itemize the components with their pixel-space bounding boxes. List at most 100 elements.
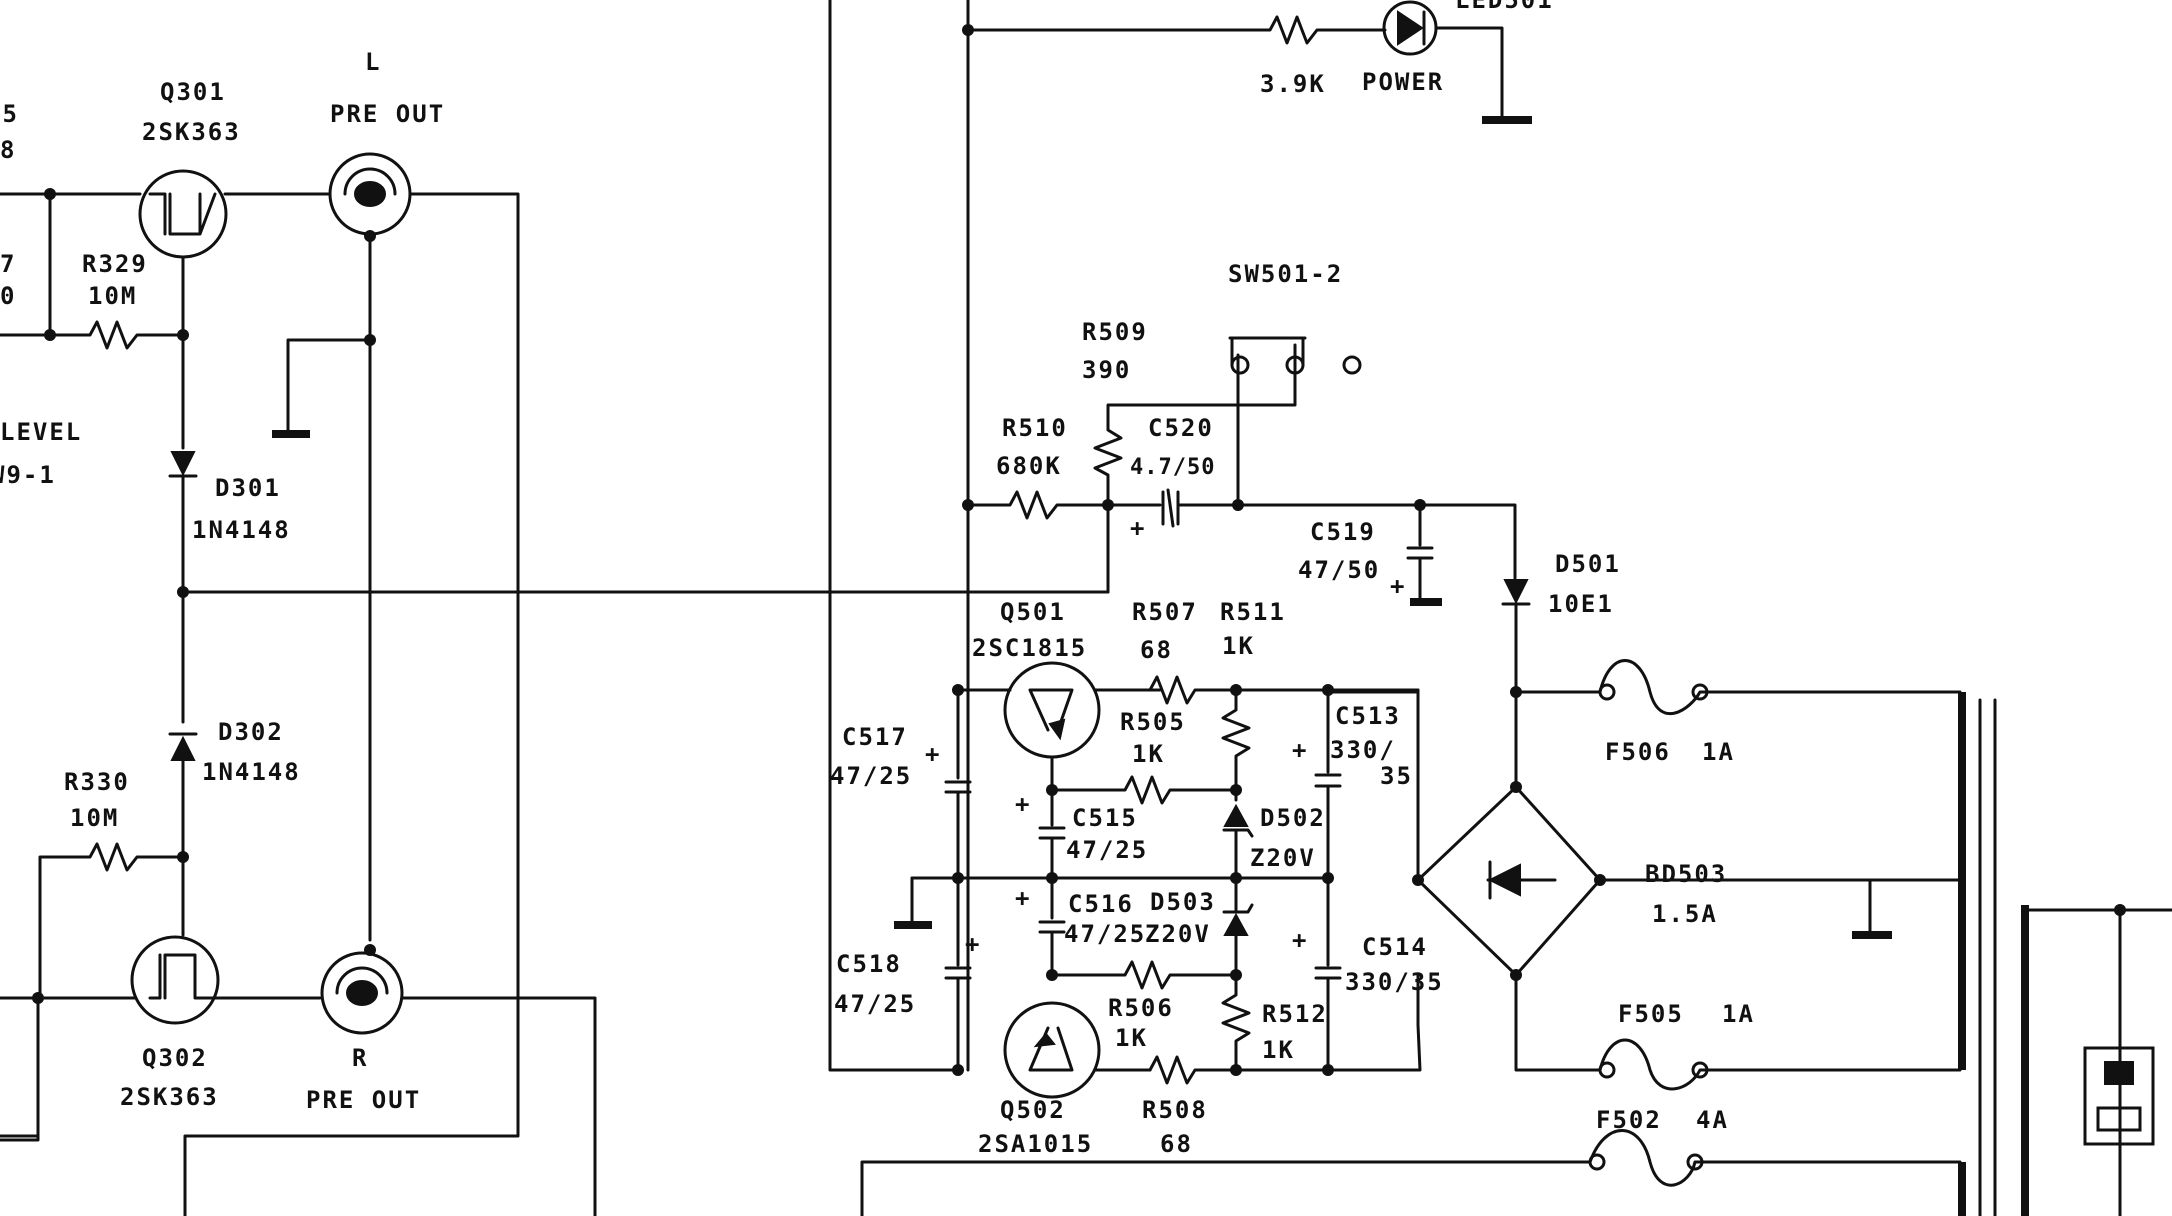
l-pre-out-label: PRE OUT xyxy=(330,100,445,128)
f502-fuse xyxy=(860,1129,1962,1216)
r329-resistor xyxy=(0,320,185,350)
c520-capacitor xyxy=(1106,488,1240,528)
r330-ref: R330 xyxy=(64,768,130,796)
svg-text:+: + xyxy=(925,740,941,768)
r506-ref: R506 xyxy=(1108,994,1174,1022)
c514-ref: C514 xyxy=(1362,933,1428,961)
r510-resistor xyxy=(966,490,1110,520)
svg-text:+: + xyxy=(1292,736,1308,764)
r506-resistor xyxy=(1050,960,1238,990)
f506-fuse xyxy=(1514,659,1962,716)
bd503-ref: BD503 xyxy=(1645,860,1727,888)
d503-value: Z20V xyxy=(1145,920,1211,948)
c519-value: 47/50 xyxy=(1298,556,1380,584)
r329-value: 10M xyxy=(88,282,137,310)
c515-ref: C515 xyxy=(1072,804,1138,832)
q502-ref: Q502 xyxy=(1000,1096,1066,1124)
q501-ref: Q501 xyxy=(1000,598,1066,626)
f506-ref: F506 xyxy=(1605,738,1671,766)
q301-jfet-symbol xyxy=(138,169,228,332)
svg-text:+: + xyxy=(1292,926,1308,954)
c516-value: 47/25 xyxy=(1064,920,1146,948)
f505-value: 1A xyxy=(1722,1000,1755,1028)
r507-ref: R507 xyxy=(1132,598,1198,626)
sw501-switch xyxy=(1228,336,1362,375)
power-supply-section xyxy=(828,0,2172,1216)
r-pre-out-letter: R xyxy=(352,1044,368,1072)
level-label: LEVEL xyxy=(0,418,82,446)
r508-value: 68 xyxy=(1160,1130,1193,1158)
r509-value: 390 xyxy=(1082,356,1131,384)
d301-ref: D301 xyxy=(215,474,281,502)
r505-value: 1K xyxy=(1132,740,1165,768)
l-pre-out-letter: L xyxy=(365,48,381,76)
f505-fuse xyxy=(1514,973,1962,1091)
c515-capacitor xyxy=(1038,788,1066,880)
r329-ref: R329 xyxy=(82,250,148,278)
d301-diode xyxy=(168,451,198,478)
r330-resistor xyxy=(38,842,185,1000)
r-pre-out-label: PRE OUT xyxy=(306,1086,421,1114)
power-led xyxy=(1382,0,1438,56)
r512-value: 1K xyxy=(1262,1036,1295,1064)
d302-diode xyxy=(168,732,198,761)
c514-capacitor xyxy=(1314,876,1342,1072)
c513-capacitor xyxy=(1314,688,1342,880)
q302-jfet-symbol xyxy=(130,935,220,1025)
sw501-ref: SW501-2 xyxy=(1228,260,1343,288)
f502-ref: F502 xyxy=(1596,1106,1662,1134)
c519-capacitor xyxy=(1406,503,1442,606)
q502-part: 2SA1015 xyxy=(978,1130,1093,1158)
r509-ref: R509 xyxy=(1082,318,1148,346)
c516-capacitor xyxy=(1038,876,1066,977)
r325-partial-2: 8 xyxy=(0,136,16,164)
svg-text:+: + xyxy=(1130,514,1146,542)
c517-value: 47/25 xyxy=(830,762,912,790)
right-connector-block xyxy=(2083,1046,2155,1146)
power-led-resistor xyxy=(966,15,1387,45)
r330-value: 10M xyxy=(70,804,119,832)
bd503-value: 1.5A xyxy=(1652,900,1718,928)
r505-ref: R505 xyxy=(1120,708,1186,736)
d502-ref: D502 xyxy=(1260,804,1326,832)
power-label: POWER xyxy=(1362,68,1444,96)
component-labels: LED501 3.9K POWER Q301 2SK363 L PRE OUT … xyxy=(0,0,1755,1158)
f506-value: 1A xyxy=(1702,738,1735,766)
preamp-output-section xyxy=(0,152,1110,1216)
bd503-bridge xyxy=(1412,781,1606,981)
r507-resistor xyxy=(1148,675,1238,705)
r512-resistor xyxy=(1221,973,1251,1072)
q502-transistor xyxy=(1003,1001,1101,1099)
q301-part: 2SK363 xyxy=(142,118,241,146)
c513-ref: C513 xyxy=(1335,702,1401,730)
f502-value: 4A xyxy=(1696,1106,1729,1134)
c513-value-2: 35 xyxy=(1380,762,1413,790)
c517-ref: C517 xyxy=(842,723,908,751)
c520-ref: C520 xyxy=(1148,414,1214,442)
l-pre-out-jack xyxy=(328,152,412,236)
svg-text:+: + xyxy=(965,930,981,958)
power-resistor-value: 3.9K xyxy=(1260,70,1326,98)
d301-part: 1N4148 xyxy=(192,516,291,544)
r510-ref: R510 xyxy=(1002,414,1068,442)
d503-ref: D503 xyxy=(1150,888,1216,916)
q302-ref: Q302 xyxy=(142,1044,208,1072)
r508-resistor xyxy=(1148,1055,1238,1085)
sw9-label: W9-1 xyxy=(0,461,56,489)
led501-label: LED501 xyxy=(1455,0,1554,14)
d302-part: 1N4148 xyxy=(202,758,301,786)
svg-text:+: + xyxy=(1390,572,1406,600)
r327-partial-2: 0 xyxy=(0,282,16,310)
r511-value: 1K xyxy=(1222,632,1255,660)
f505-ref: F505 xyxy=(1618,1000,1684,1028)
c514-value: 330/35 xyxy=(1345,968,1444,996)
r511-ref: R511 xyxy=(1220,598,1286,626)
q302-part: 2SK363 xyxy=(120,1083,219,1111)
svg-text:+: + xyxy=(1015,790,1031,818)
polarity-marks: + + + + + + + + xyxy=(925,514,1406,958)
r327-partial: 7 xyxy=(0,250,16,278)
d302-ref: D302 xyxy=(218,718,284,746)
q301-ref: Q301 xyxy=(160,78,226,106)
c520-value: 4.7/50 xyxy=(1130,455,1215,480)
